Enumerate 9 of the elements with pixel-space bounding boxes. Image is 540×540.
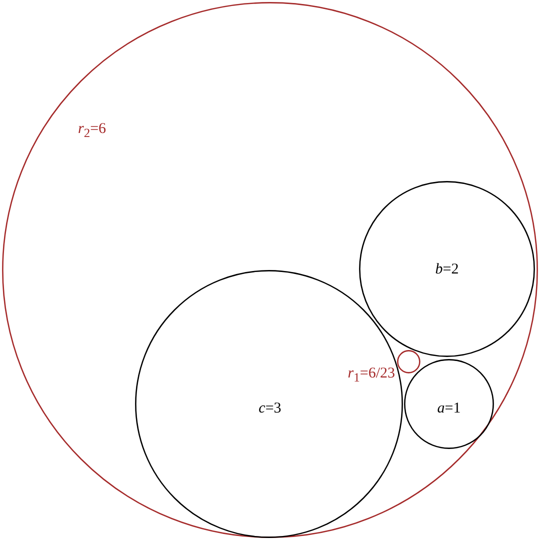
circle-label: r$_{2}$=6 [78,122,106,140]
radius-label: r$_{1}$=6/23 [348,366,395,384]
circle [359,181,535,357]
circle [404,359,494,449]
circle-label: c=3 [258,402,282,416]
circle [135,270,403,538]
circle-label: a=1 [437,402,461,416]
circle-label: b=2 [435,262,459,278]
circle [397,350,421,374]
